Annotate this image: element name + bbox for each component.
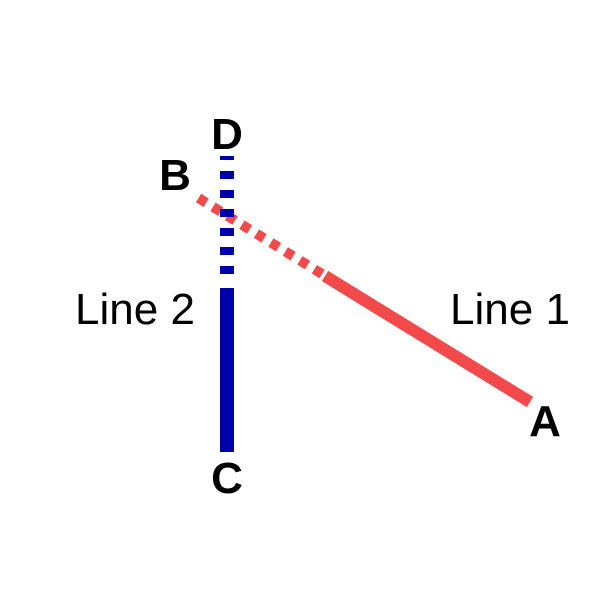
line-1-solid-segment [321,270,534,408]
point-label-c: C [211,454,243,503]
line-2-label: Line 2 [75,285,195,334]
point-label-a: A [529,397,561,446]
point-label-b: B [159,151,191,200]
line-1-label: Line 1 [450,285,570,334]
line-1 [189,189,534,408]
line-1-dashed-segment [189,189,325,279]
point-label-d: D [211,110,243,159]
